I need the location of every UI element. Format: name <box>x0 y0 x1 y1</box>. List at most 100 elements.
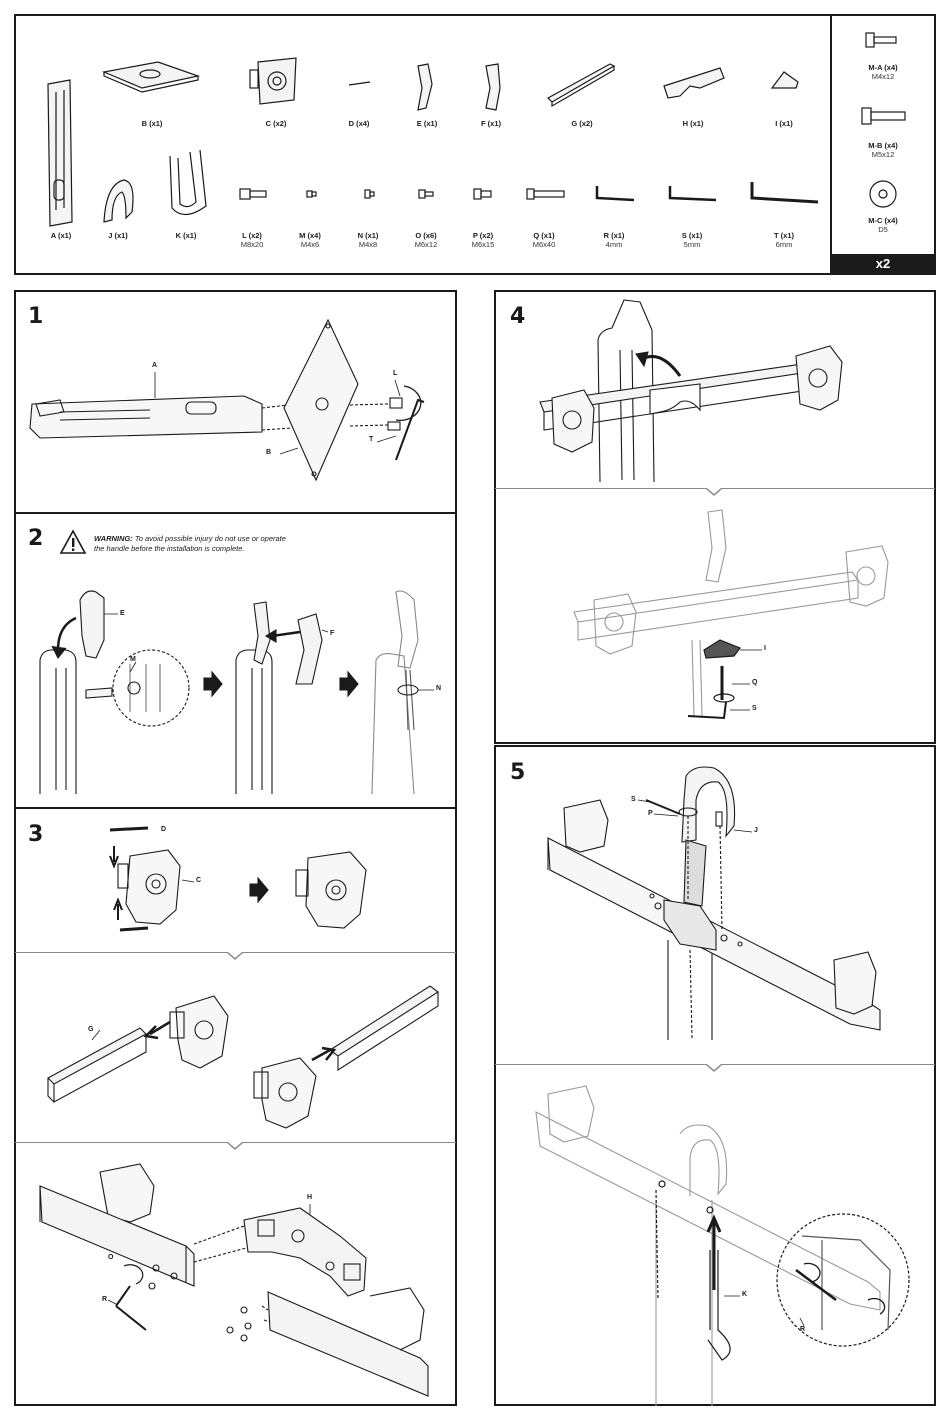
part-label-c: C (x2) <box>265 119 287 128</box>
step-5-number: 5 <box>510 760 526 785</box>
step-3-sub-notch-1 <box>227 952 243 960</box>
part-label-d: D (x4) <box>348 119 370 128</box>
step-3-callout-h: H <box>307 1194 313 1201</box>
part-label-q: Q (x1) <box>533 231 555 240</box>
part-size-q: M6x40 <box>532 240 556 249</box>
side-part-label-mb: M-B (x4) <box>868 141 898 150</box>
part-label-g: G (x2) <box>571 119 593 128</box>
step-4-sub-notch <box>706 488 722 496</box>
part-label-r: R (x1) <box>603 231 625 240</box>
part-size-m: M4x6 <box>300 240 320 249</box>
part-label-m: M (x4) <box>299 231 321 240</box>
step-4-callout-i: I <box>764 645 766 652</box>
part-label-f: F (x1) <box>480 119 502 128</box>
step-3-callout-d: D <box>161 826 167 833</box>
part-e-drawing <box>417 63 433 111</box>
step-3-sub-notch-2 <box>227 1142 243 1150</box>
step-3-number: 3 <box>28 822 44 847</box>
part-mb-drawing <box>861 107 906 125</box>
step-1-number: 1 <box>28 304 44 329</box>
part-label-n: N (x1) <box>357 231 379 240</box>
part-size-t: 6mm <box>775 240 793 249</box>
part-size-r: 4mm <box>605 240 623 249</box>
side-part-size-mb: M5x12 <box>871 150 895 159</box>
step-5-callout-p: P <box>648 810 653 817</box>
side-part-label-mc: M-C (x4) <box>868 216 898 225</box>
part-label-b: B (x1) <box>141 119 163 128</box>
part-size-s: 5mm <box>683 240 701 249</box>
part-mc-drawing <box>869 180 897 208</box>
part-label-e: E (x1) <box>416 119 438 128</box>
part-j-drawing <box>103 179 134 223</box>
step-3-callout-o: O <box>108 1254 114 1261</box>
step-1-callout-l: L <box>393 370 398 377</box>
multiplier-badge: x2 <box>832 254 934 274</box>
step-5-sub-notch <box>706 1064 722 1072</box>
step-4-callout-q: Q <box>752 679 758 686</box>
step-2-callout-n: N <box>436 685 442 692</box>
step-5-callout-s: S <box>631 796 636 803</box>
part-o-drawing <box>418 189 434 199</box>
step-2-callout-m: M <box>130 656 136 663</box>
parts-panel <box>14 14 936 275</box>
step-3-callout-g: G <box>88 1026 94 1033</box>
step-2-callout-f: F <box>330 630 335 637</box>
step-4-callout-s: S <box>752 705 757 712</box>
step-3-callout-c: C <box>196 877 202 884</box>
part-c-drawing <box>249 57 297 105</box>
part-size-o: M6x12 <box>414 240 438 249</box>
part-q-drawing <box>526 188 565 200</box>
step1-step2-separator <box>15 512 456 514</box>
step2-step3-separator <box>15 807 456 809</box>
parts-drawings <box>47 32 906 227</box>
step-5-callout-k: K <box>742 1291 748 1298</box>
part-n-drawing <box>364 189 375 199</box>
part-l-drawing <box>239 188 267 200</box>
part-size-p: M6x15 <box>471 240 495 249</box>
part-label-s: S (x1) <box>681 231 703 240</box>
warning-icon <box>59 529 87 554</box>
part-i-drawing <box>770 71 799 89</box>
part-t-drawing <box>750 182 819 204</box>
step-2-callout-e: E <box>120 610 125 617</box>
part-k-drawing <box>169 149 207 216</box>
side-part-size-ma: M4x12 <box>871 72 895 81</box>
warning-line-2: the handle before the installation is co… <box>94 544 245 553</box>
step-4-number: 4 <box>510 304 526 329</box>
warning-title: WARNING: <box>94 534 133 543</box>
part-h-drawing <box>663 67 725 99</box>
step-4-panel <box>494 290 936 744</box>
part-r-drawing <box>595 186 635 202</box>
step-1-callout-b: B <box>266 449 272 456</box>
part-label-l: L (x2) <box>242 231 262 240</box>
part-label-i: I (x1) <box>775 119 793 128</box>
part-label-p: P (x2) <box>472 231 494 240</box>
side-part-label-ma: M-A (x4) <box>868 63 898 72</box>
parts-divider <box>830 15 832 274</box>
warning-text: WARNING: To avoid possible injury do not… <box>94 534 286 554</box>
part-f-drawing <box>485 63 501 111</box>
step-5-callout-r: R <box>800 1326 806 1333</box>
part-label-h: H (x1) <box>682 119 704 128</box>
part-m-drawing <box>306 190 317 198</box>
part-d-drawing <box>348 81 371 86</box>
part-label-o: O (x6) <box>415 231 437 240</box>
part-size-n: M4x8 <box>358 240 378 249</box>
part-label-j: J (x1) <box>108 231 128 240</box>
step-2-number: 2 <box>28 526 44 551</box>
part-p-drawing <box>473 188 492 200</box>
part-label-k: K (x1) <box>175 231 197 240</box>
side-part-size-mc: D5 <box>878 225 888 234</box>
step-1-callout-t: T <box>369 436 374 443</box>
part-ma-drawing <box>865 32 897 48</box>
part-label-a: A (x1) <box>50 231 72 240</box>
part-size-l: M8x20 <box>240 240 264 249</box>
